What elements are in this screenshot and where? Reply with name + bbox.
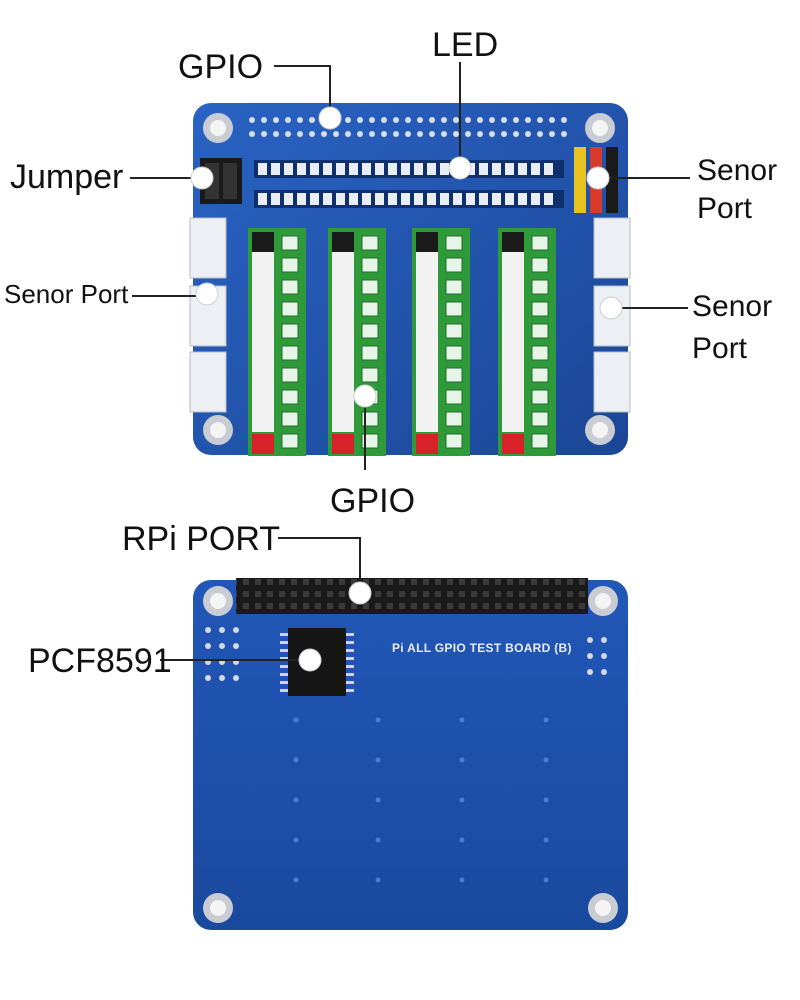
label-sensor-port-top-right-line2: Port	[697, 192, 753, 225]
label-sensor-port-mid-right-line2: Port	[692, 332, 748, 365]
label-sensor-port-mid-right-line1: Senor	[692, 290, 773, 323]
callout-lines	[130, 62, 690, 661]
label-gpio-top: GPIO	[178, 48, 264, 86]
label-rpi-port: RPi PORT	[122, 520, 281, 558]
sensor-connectors-left	[189, 217, 227, 413]
led-array	[254, 160, 564, 208]
label-sensor-port-left: Senor Port	[4, 279, 129, 309]
terminal-blocks	[248, 228, 556, 456]
callout-dots	[190, 106, 623, 672]
label-pcf8591: PCF8591	[28, 642, 172, 680]
label-sensor-port-top-right-line1: Senor	[697, 154, 778, 187]
label-jumper: Jumper	[10, 158, 124, 196]
label-led: LED	[432, 26, 499, 64]
mounting-holes-back	[203, 586, 618, 923]
mounting-holes-front	[203, 113, 615, 445]
label-gpio-bottom: GPIO	[330, 482, 416, 520]
front-board	[189, 103, 631, 456]
back-pads	[205, 627, 607, 681]
back-pcb	[193, 580, 628, 930]
gpio-pads-top	[249, 117, 567, 137]
back-board	[193, 578, 628, 930]
rpi-header	[236, 578, 588, 614]
trace-dots	[293, 717, 549, 883]
board-title: Pi ALL GPIO TEST BOARD (B)	[392, 641, 572, 655]
